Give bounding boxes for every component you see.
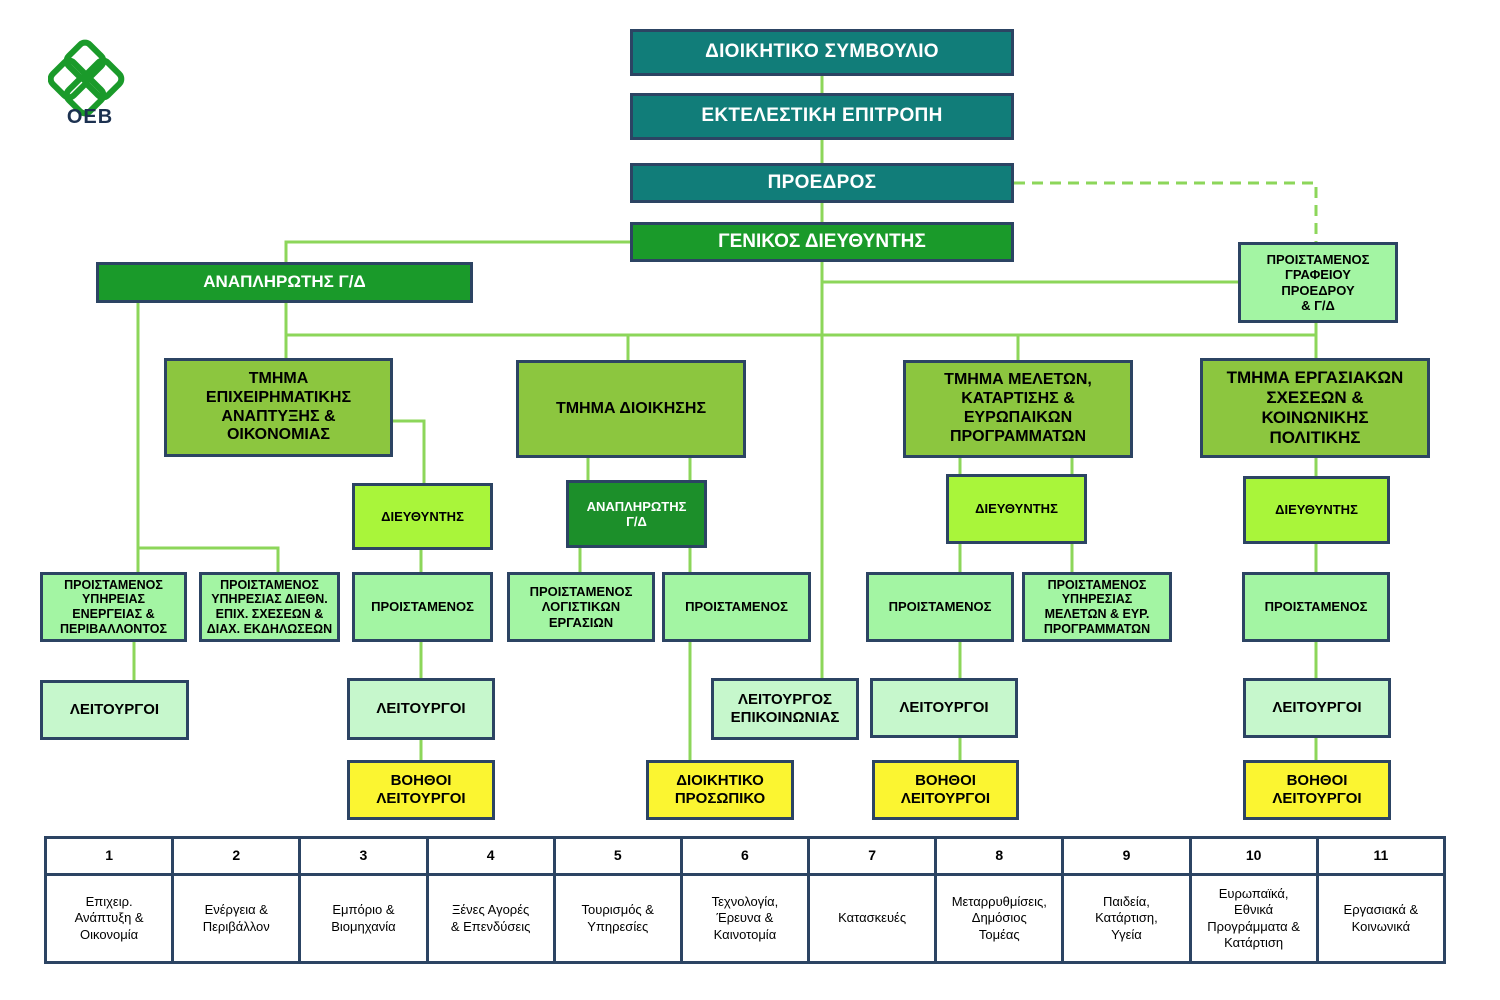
sector-number-row: 1 2 3 4 5 6 7 8 9 10 11 (43, 836, 1447, 876)
officers-business-box: ΛΕΙΤΟΥΡΓΟΙ (347, 678, 495, 740)
deputy-gd-admin-box: ΑΝΑΠΛΗΡΩΤΗΣ Γ/Δ (566, 480, 707, 548)
officers-labour-box: ΛΕΙΤΟΥΡΓΟΙ (1243, 678, 1391, 738)
dept-labour-box: ΤΜΗΜΑ ΕΡΓΑΣΙΑΚΩΝ ΣΧΕΣΕΩΝ & ΚΟΙΝΩΝΙΚΗΣ ΠΟ… (1200, 358, 1430, 458)
president-box: ΠΡΟΕΔΡΟΣ (630, 163, 1014, 203)
sector-number: 8 (934, 836, 1065, 876)
oeb-logo (48, 39, 125, 117)
dept-studies-box: ΤΜΗΜΑ ΜΕΛΕΤΩΝ, ΚΑΤΑΡΤΙΣΗΣ & ΕΥΡΩΠΑΙΚΩΝ Π… (903, 360, 1133, 458)
sector-name: Μεταρρυθμίσεις, Δημόσιος Τομέας (934, 873, 1065, 964)
officers-studies-box: ΛΕΙΤΟΥΡΓΟΙ (870, 678, 1018, 738)
assistants-labour-box: ΒΟΗΘΟΙ ΛΕΙΤΟΥΡΓΟΙ (1243, 760, 1391, 820)
assistants-business-box: ΒΟΗΘΟΙ ΛΕΙΤΟΥΡΓΟΙ (347, 760, 495, 820)
sector-number: 11 (1315, 836, 1447, 876)
sector-name: Ξένες Αγορές & Επενδύσεις (425, 873, 556, 964)
sector-name: Κατασκευές (807, 873, 938, 964)
executive-committee-box: ΕΚΤΕΛΕΣΤΙΚΗ ΕΠΙΤΡΟΠΗ (630, 93, 1014, 140)
sector-name: Εμπόριο & Βιομηχανία (298, 873, 429, 964)
dept-business-box: ΤΜΗΜΑ ΕΠΙΧΕΙΡΗΜΑΤΙΚΗΣ ΑΝΑΠΤΥΞΗΣ & ΟΙΚΟΝΟ… (164, 358, 393, 457)
admin-staff-box: ΔΙΟΙΚΗΤΙΚΟ ΠΡΟΣΩΠΙΚΟ (646, 760, 794, 820)
sector-number: 3 (298, 836, 429, 876)
head-admin-box: ΠΡΟΙΣΤΑΜΕΝΟΣ (662, 572, 811, 642)
connector (138, 546, 280, 572)
head-studies-box: ΠΡΟΙΣΤΑΜΕΝΟΣ (866, 572, 1014, 642)
logo-text: ΟΕΒ (66, 106, 114, 128)
director-labour-box: ΔΙΕΥΘΥΝΤΗΣ (1243, 476, 1390, 544)
head-studies-service-box: ΠΡΟΙΣΤΑΜΕΝΟΣ ΥΠΗΡΕΣΙΑΣ ΜΕΛΕΤΩΝ & ΕΥΡ. ΠΡ… (1022, 572, 1172, 642)
sector-number: 5 (552, 836, 683, 876)
dashed-connector (1014, 181, 1318, 242)
head-president-office-box: ΠΡΟΙΣΤΑΜΕΝΟΣ ΓΡΑΦΕΙΟΥ ΠΡΟΕΔΡΟΥ & Γ/Δ (1238, 242, 1398, 323)
director-business-box: ΔΙΕΥΘΥΝΤΗΣ (352, 483, 493, 550)
sector-name: Ενέργεια & Περιβάλλον (171, 873, 302, 964)
head-business-box: ΠΡΟΙΣΤΑΜΕΝΟΣ (352, 572, 493, 642)
sector-number: 9 (1061, 836, 1192, 876)
sector-name: Παιδεία, Κατάρτιση, Υγεία (1061, 873, 1192, 964)
general-director-box: ΓΕΝΙΚΟΣ ΔΙΕΥΘΥΝΤΗΣ (630, 222, 1014, 262)
head-labour-box: ΠΡΟΙΣΤΑΜΕΝΟΣ (1242, 572, 1390, 642)
sector-number: 10 (1188, 836, 1319, 876)
sector-name: Τουρισμός & Υπηρεσίες (552, 873, 683, 964)
dept-admin-box: ΤΜΗΜΑ ΔΙΟΙΚΗΣΗΣ (516, 360, 746, 458)
head-accounting-box: ΠΡΟΙΣΤΑΜΕΝΟΣ ΛΟΓΙΣΤΙΚΩΝ ΕΡΓΑΣΙΩΝ (507, 572, 655, 642)
comms-officer-box: ΛΕΙΤΟΥΡΓΟΣ ΕΠΙΚΟΙΝΩΝΙΑΣ (711, 678, 859, 740)
sectors-table: 1 2 3 4 5 6 7 8 9 10 11 Επιχειρ. Ανάπτυξ… (43, 836, 1447, 964)
sector-number: 6 (679, 836, 811, 876)
head-energy-box: ΠΡΟΙΣΤΑΜΕΝΟΣ ΥΠΗΡΕΙΑΣ ΕΝΕΡΓΕΙΑΣ & ΠΕΡΙΒΑ… (40, 572, 187, 642)
sector-name-row: Επιχειρ. Ανάπτυξη & Οικονομία Ενέργεια &… (43, 873, 1447, 964)
connector (284, 240, 630, 262)
sector-name: Ευρωπαϊκά, Εθνικά Προγράμματα & Κατάρτισ… (1188, 873, 1319, 964)
officers-energy-box: ΛΕΙΤΟΥΡΓΟΙ (40, 680, 189, 740)
sector-number: 4 (425, 836, 556, 876)
connector (393, 419, 426, 483)
deputy-gd-box: ΑΝΑΠΛΗΡΩΤΗΣ Γ/Δ (96, 262, 473, 303)
head-intl-box: ΠΡΟΙΣΤΑΜΕΝΟΣ ΥΠΗΡΕΣΙΑΣ ΔΙΕΘΝ. ΕΠΙΧ. ΣΧΕΣ… (199, 572, 340, 642)
board-box: ΔΙΟΙΚΗΤΙΚΟ ΣΥΜΒΟΥΛΙΟ (630, 29, 1014, 76)
sector-number: 7 (807, 836, 938, 876)
sector-name: Εργασιακά & Κοινωνικά (1315, 873, 1447, 964)
sector-number: 2 (171, 836, 302, 876)
sector-name: Επιχειρ. Ανάπτυξη & Οικονομία (43, 873, 175, 964)
sector-name: Τεχνολογία, Έρευνα & Καινοτομία (679, 873, 811, 964)
assistants-studies-box: ΒΟΗΘΟΙ ΛΕΙΤΟΥΡΓΟΙ (872, 760, 1019, 820)
sector-number: 1 (43, 836, 175, 876)
director-studies-box: ΔΙΕΥΘΥΝΤΗΣ (946, 474, 1087, 544)
